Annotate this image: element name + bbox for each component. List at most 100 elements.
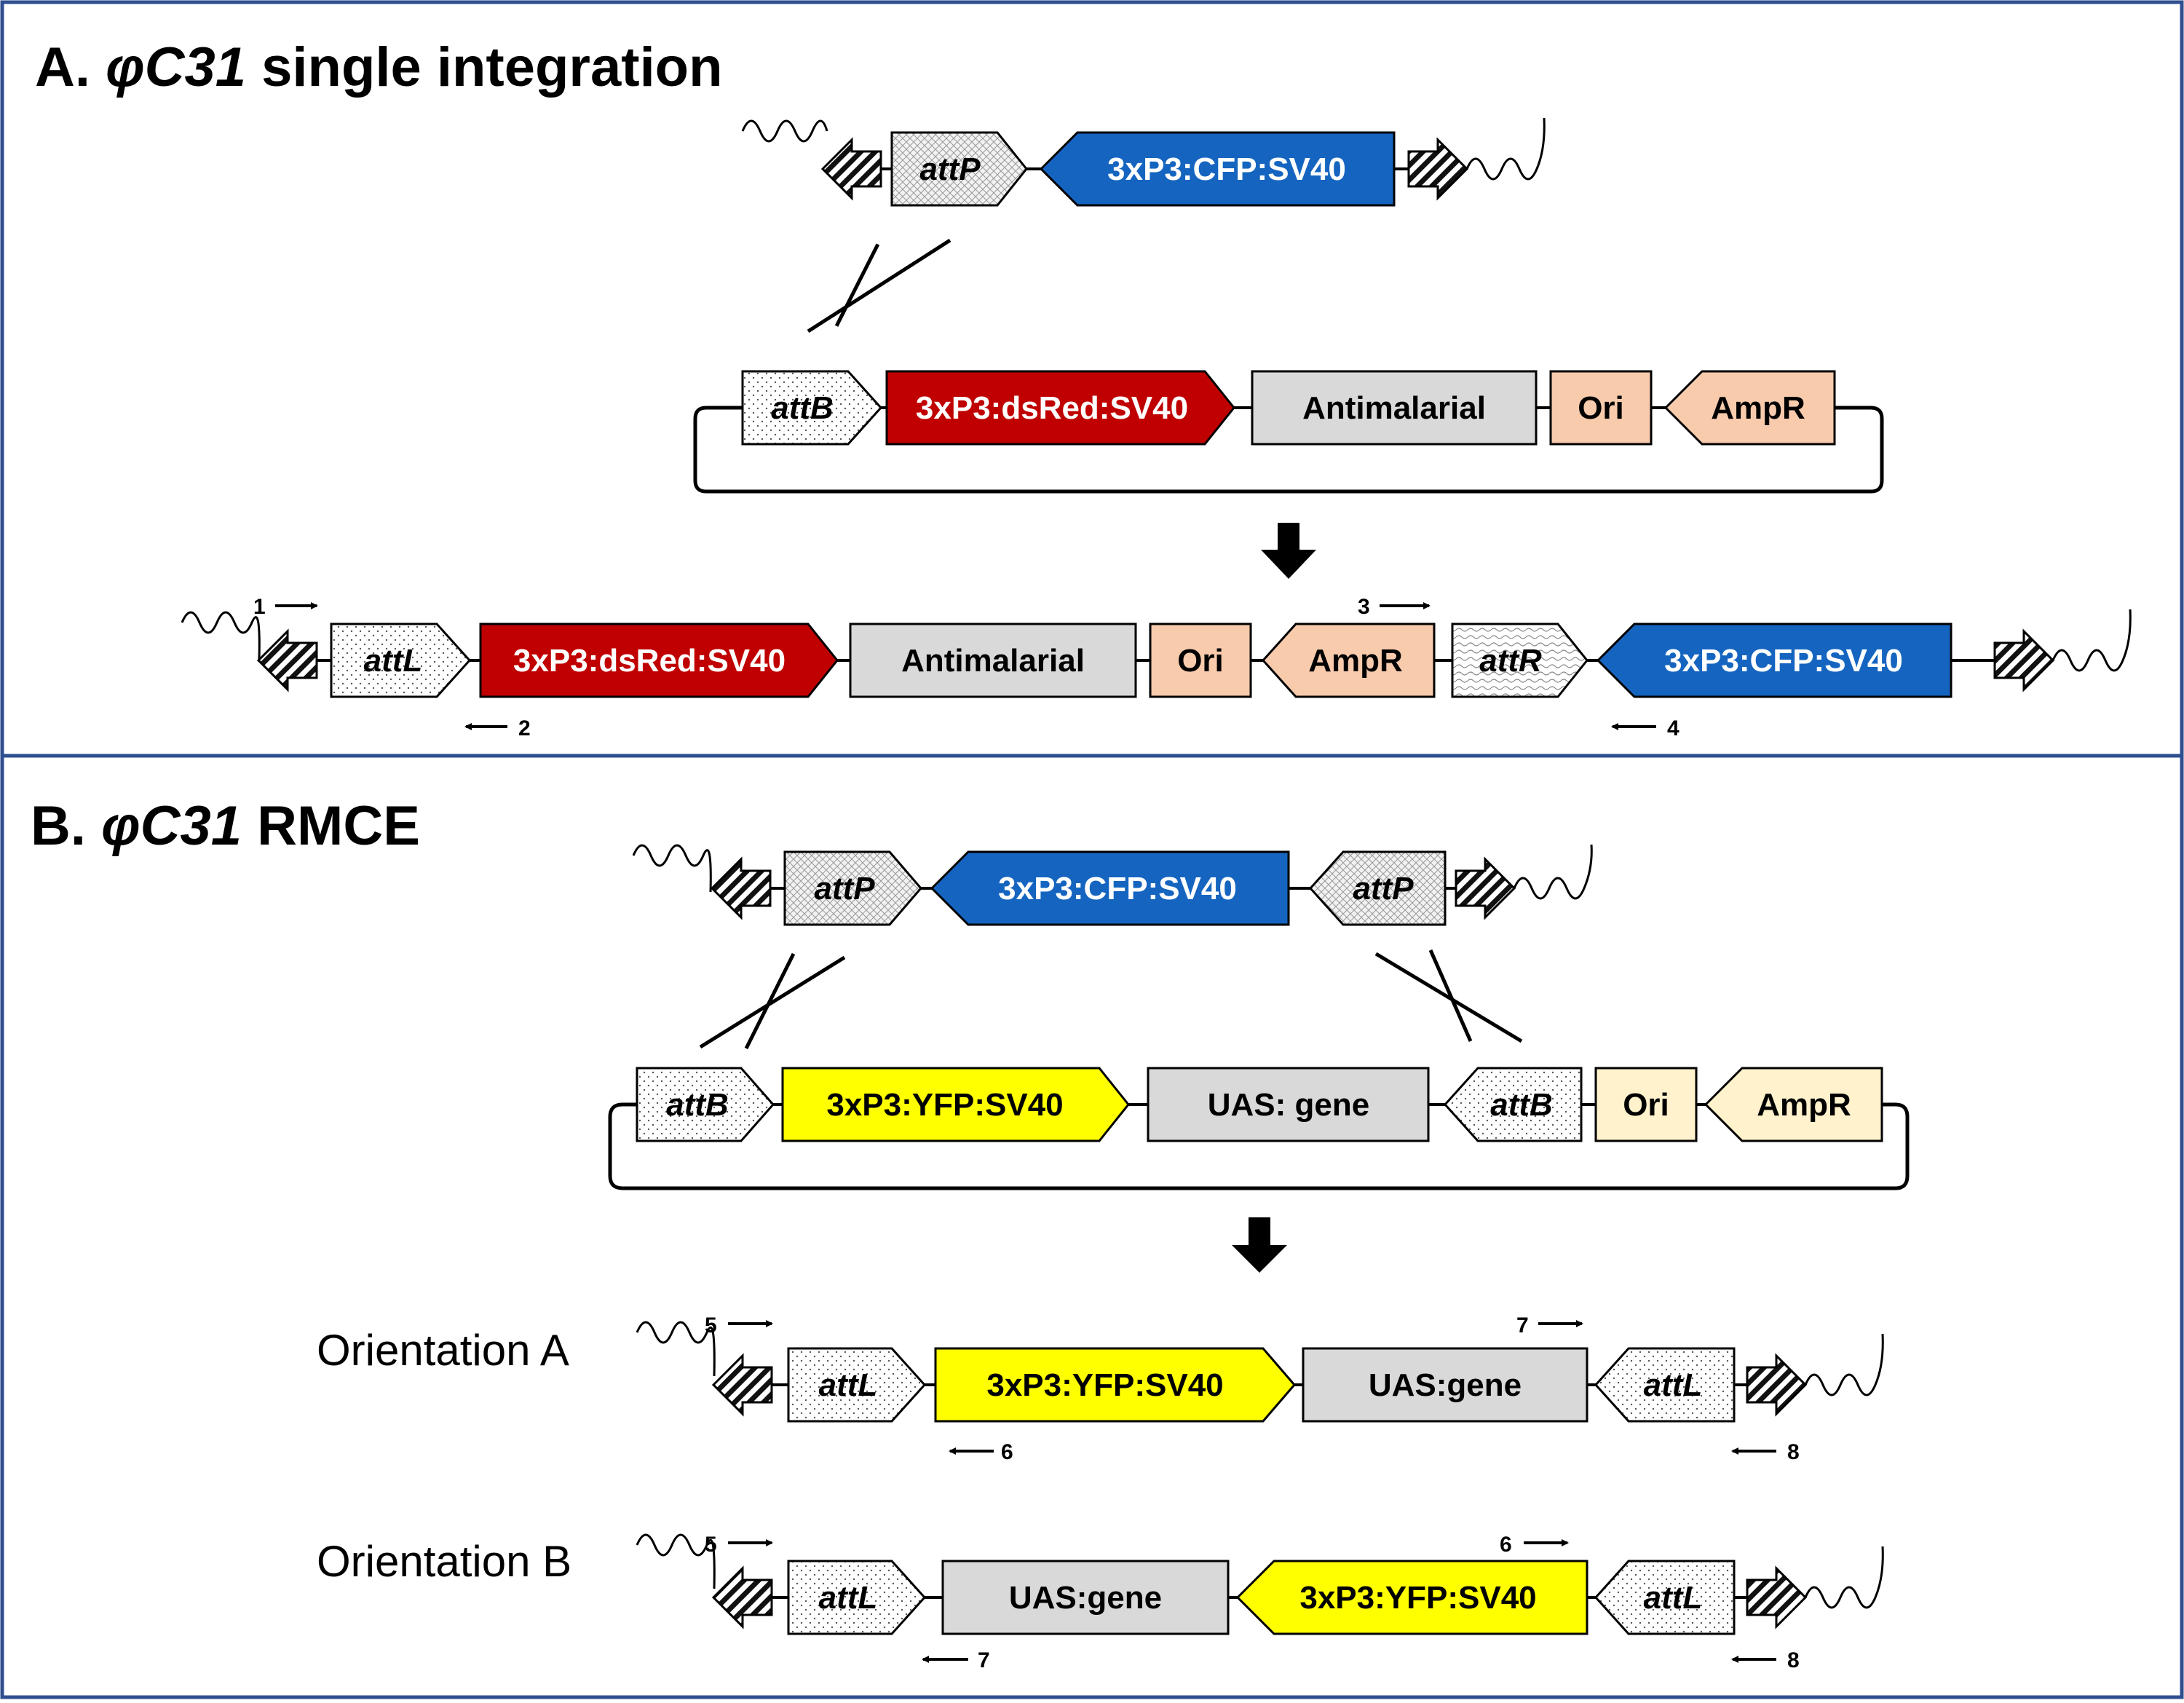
- genome-marker-right: [1746, 1353, 1808, 1417]
- attl-right-label: attL: [1644, 1580, 1703, 1616]
- genomic-dna-left: [636, 1321, 716, 1377]
- yfp-cassette: [934, 1347, 1296, 1423]
- primer-5-label: 5: [705, 1313, 717, 1337]
- genomic-dna-left: [632, 844, 712, 893]
- yfp-label: 3xP3:YFP:SV40: [826, 1087, 1063, 1123]
- ampr-label: AmpR: [1757, 1087, 1851, 1123]
- result-arrow-b: [1232, 1217, 1287, 1273]
- ori-label: Ori: [1578, 390, 1624, 426]
- genomic-dna-right: [2052, 609, 2132, 672]
- dsred-cassette: [885, 370, 1235, 446]
- primer-7-label: 7: [1516, 1313, 1529, 1337]
- attp-label: attP: [919, 151, 981, 187]
- dsred-label: 3xP3:dsRed:SV40: [916, 390, 1188, 426]
- primer-8-label: 8: [1787, 1440, 1800, 1464]
- panel-a-plasmid: attB 3xP3:dsRed:SV40 Antimalarial Ori Am…: [693, 370, 1884, 494]
- uas-gene-cassette: [1147, 1067, 1430, 1142]
- cfp-label: 3xP3:CFP:SV40: [1664, 643, 1903, 679]
- attp-left-element: [783, 850, 922, 926]
- orientation-a-construct: attL 3xP3:YFP:SV40 UAS:gene attL: [636, 1321, 1884, 1423]
- primer-4-label: 4: [1667, 716, 1679, 740]
- primer-3-label: 3: [1358, 595, 1370, 619]
- genome-marker-right: [1746, 1565, 1808, 1629]
- orientation-b-primers: 5 6 7 8: [705, 1533, 1800, 1672]
- genome-marker-left: [820, 137, 882, 201]
- attb-element: [741, 370, 883, 446]
- attr-element: [1451, 623, 1588, 698]
- crossover-b-left: [699, 952, 846, 1050]
- attl-element: [330, 623, 472, 698]
- panel-a-title: A. φC31 single integration: [35, 36, 723, 98]
- yfp-cassette: [781, 1067, 1130, 1142]
- dsred-label: 3xP3:dsRed:SV40: [513, 643, 786, 679]
- antimalarial-label: Antimalarial: [1302, 390, 1486, 426]
- plasmid-backbone: [608, 1102, 1910, 1190]
- cfp-label: 3xP3:CFP:SV40: [1107, 151, 1346, 187]
- antimalarial-label: Antimalarial: [901, 643, 1085, 679]
- orientation-b-label: Orientation B: [317, 1537, 571, 1586]
- ampr-label: AmpR: [1308, 643, 1403, 679]
- panel-b-title: B. φC31 RMCE: [31, 795, 420, 857]
- genome-marker-right: [1407, 137, 1469, 201]
- genomic-dna-right: [1465, 117, 1546, 181]
- primer-6-label: 6: [1001, 1440, 1013, 1464]
- uas-gene-label: UAS: gene: [1208, 1087, 1369, 1123]
- orientation-a-label: Orientation A: [317, 1326, 569, 1375]
- ori-element: [1549, 370, 1653, 446]
- yfp-label: 3xP3:YFP:SV40: [986, 1367, 1223, 1403]
- crossover-b-right: [1374, 949, 1523, 1043]
- genomic-dna-left: [636, 1533, 716, 1589]
- cfp-label: 3xP3:CFP:SV40: [998, 871, 1237, 906]
- attl-left-element: [787, 1560, 927, 1635]
- attb-right-label: attB: [1490, 1087, 1553, 1123]
- primer-7-label: 7: [978, 1648, 990, 1672]
- attl-left-label: attL: [819, 1367, 878, 1403]
- genome-marker-left: [711, 1353, 773, 1417]
- panel-a-product: attL 3xP3:dsRed:SV40 Antimalarial Ori Am…: [181, 609, 2132, 698]
- plasmid-backbone: [693, 406, 1884, 494]
- attl-label: attL: [364, 643, 423, 679]
- genomic-dna-left: [181, 611, 261, 660]
- primer-6-label: 6: [1500, 1533, 1512, 1557]
- attl-left-element: [787, 1347, 927, 1423]
- genome-marker-right: [1455, 856, 1516, 920]
- attp-element: [890, 131, 1028, 207]
- attl-left-label: attL: [819, 1580, 878, 1616]
- ori-label: Ori: [1177, 643, 1224, 679]
- panel-a-donor: attP 3xP3:CFP:SV40: [741, 117, 1546, 207]
- panel-b-frame: [0, 754, 2184, 1699]
- primer-1-label: 1: [253, 595, 266, 619]
- genomic-dna-left: [741, 119, 828, 143]
- genome-marker-right: [1993, 628, 2055, 692]
- attl-right-label: attL: [1644, 1367, 1703, 1403]
- primer-2-label: 2: [518, 716, 531, 740]
- attr-label: attR: [1479, 643, 1542, 679]
- ampr-element: [1663, 370, 1836, 446]
- panel-b-donor: attP 3xP3:CFP:SV40 attP: [632, 844, 1593, 926]
- uas-gene-cassette: [941, 1560, 1230, 1635]
- orientation-a-primers: 5 6 7 8: [705, 1313, 1800, 1464]
- primer-8-label: 8: [1787, 1648, 1800, 1672]
- ori-element: [1594, 1067, 1698, 1142]
- dsred-cassette: [479, 623, 839, 698]
- ampr-label: AmpR: [1711, 390, 1805, 426]
- genomic-dna-right: [1804, 1546, 1884, 1609]
- primers-a: 1 2 3 4: [253, 595, 1679, 740]
- genome-marker-left: [256, 628, 318, 692]
- panel-b-plasmid: attB 3xP3:YFP:SV40 UAS: gene attB Ori Am…: [608, 1067, 1910, 1190]
- genomic-dna-right: [1804, 1333, 1884, 1396]
- orientation-b-construct: attL UAS:gene 3xP3:YFP:SV40 attL: [636, 1533, 1884, 1635]
- genomic-dna-right: [1513, 844, 1593, 900]
- attb-left-label: attB: [666, 1087, 729, 1123]
- attb-left-element: [636, 1067, 775, 1142]
- ampr-element: [1704, 1067, 1883, 1142]
- yfp-label: 3xP3:YFP:SV40: [1299, 1580, 1536, 1616]
- attp-left-label: attP: [814, 871, 875, 906]
- attp-right-label: attP: [1353, 871, 1414, 906]
- uas-gene-label: UAS:gene: [1009, 1580, 1162, 1616]
- antimalarial-cassette: [849, 623, 1137, 698]
- primer-5-label: 5: [705, 1533, 717, 1557]
- result-arrow-a: [1261, 523, 1316, 579]
